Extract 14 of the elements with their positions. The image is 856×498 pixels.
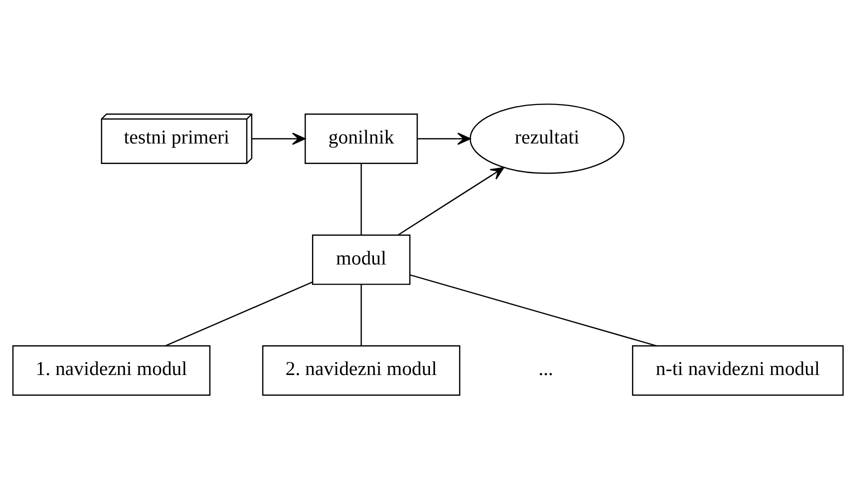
node-box: modul: [312, 234, 410, 284]
arrow: [418, 132, 471, 144]
connector: [360, 284, 362, 346]
node-box: gonilnik: [304, 113, 418, 164]
arrow: [252, 132, 306, 144]
node-box: 2. navidezni modul: [262, 344, 460, 396]
connector: [410, 274, 657, 346]
node-box: 1. navidezni modul: [12, 344, 210, 396]
node-box: n-ti navidezni modul: [632, 344, 844, 396]
connector: [360, 162, 362, 234]
connector: [165, 281, 313, 346]
arrow: [398, 166, 504, 235]
node-ellipse: rezultati: [470, 103, 625, 174]
label: ...: [538, 358, 554, 380]
